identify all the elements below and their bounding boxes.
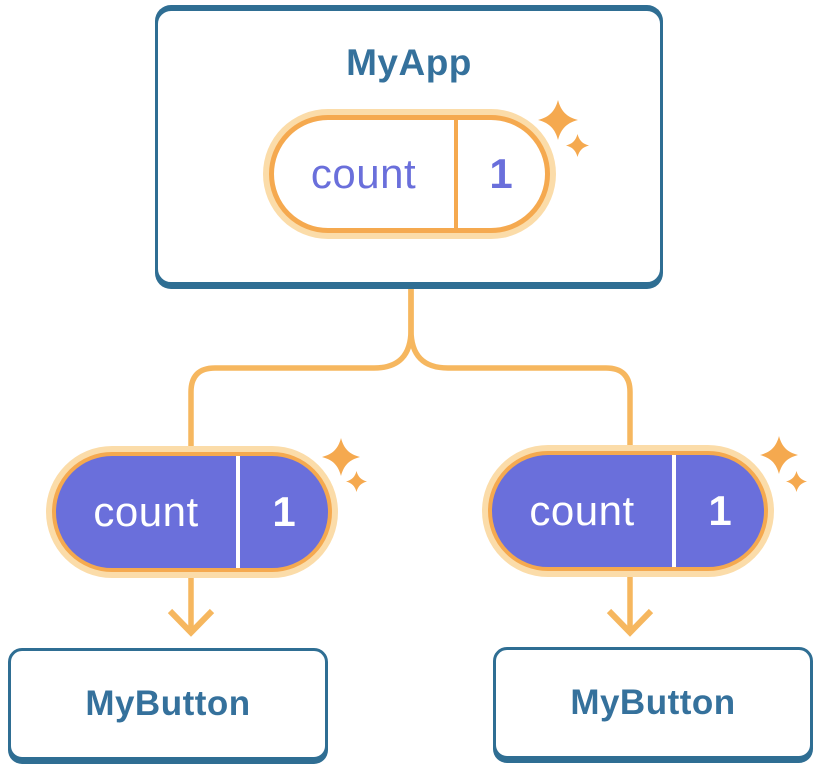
state-name-label: count xyxy=(310,150,417,198)
sparkle-icon-small xyxy=(786,471,807,492)
sparkle-icon-small xyxy=(566,134,589,157)
state-name-label: count xyxy=(529,487,635,534)
arrow-right-head xyxy=(606,608,654,637)
state-name-label: count xyxy=(93,488,199,535)
state-value: 1 xyxy=(708,487,732,534)
state-pill-body: count 1 xyxy=(52,452,332,572)
left-child-state-pill: count 1 xyxy=(46,446,338,578)
right-child-component-title: MyButton xyxy=(570,683,736,722)
state-value: 1 xyxy=(489,150,513,198)
right-child-state-pill: count 1 xyxy=(482,445,774,577)
root-component-title: MyApp xyxy=(346,42,472,83)
left-child-component-title: MyButton xyxy=(85,684,251,723)
pill-divider xyxy=(672,455,676,567)
sparkle-icon xyxy=(760,436,798,474)
branch-left-line xyxy=(188,278,414,545)
sparkle-icon xyxy=(322,438,360,476)
right-child-component-card: MyButton xyxy=(493,647,813,759)
state-pill-body: count 1 xyxy=(488,451,768,571)
state-pill-body: count 1 xyxy=(268,115,550,234)
branch-right-line xyxy=(408,278,633,545)
left-child-component-card: MyButton xyxy=(8,648,328,760)
sparkle-icon xyxy=(538,100,578,140)
state-value: 1 xyxy=(272,488,296,535)
arrow-left-head xyxy=(167,608,215,637)
sparkle-icon-small xyxy=(346,471,367,492)
root-state-pill: count 1 xyxy=(262,109,556,240)
pill-divider xyxy=(236,456,240,568)
pill-divider xyxy=(453,120,458,229)
